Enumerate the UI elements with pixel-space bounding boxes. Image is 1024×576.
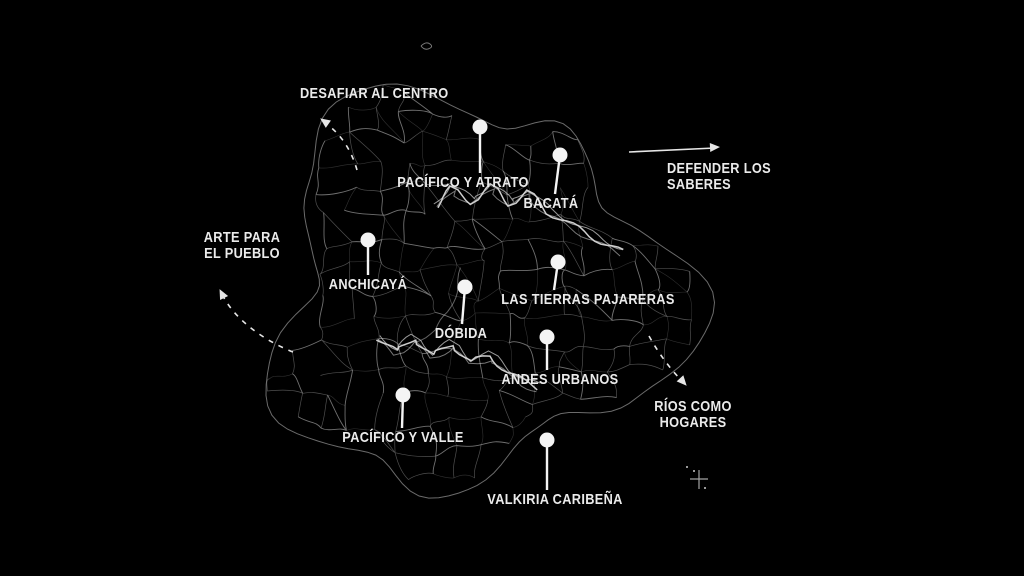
territory-outline (265, 83, 716, 499)
river-strand (436, 188, 621, 257)
defender-los-saberes-arrow (628, 147, 716, 153)
map-dot (686, 466, 688, 468)
map-label-bacata[interactable]: BACATÁ (523, 195, 579, 212)
map-label-andes-urbanos[interactable]: ANDES URBANOS (501, 371, 619, 388)
river-strand (377, 338, 537, 393)
river-strand (414, 267, 461, 344)
map-pin-valkiria-caribena[interactable] (539, 432, 555, 448)
annotation-rios-como-hogares: RÍOS COMO HOGARES (654, 398, 732, 431)
map-label-pacifico-y-atrato[interactable]: PACÍFICO Y ATRATO (397, 174, 529, 191)
arte-para-el-pueblo-arrow (221, 293, 294, 353)
map-label-pacifico-y-valle[interactable]: PACÍFICO Y VALLE (342, 429, 464, 446)
municipal-boundaries (266, 84, 693, 480)
arte-para-el-pueblo-arrowhead (219, 289, 229, 301)
map-label-anchicaya[interactable]: ANCHICAYÁ (328, 276, 408, 293)
map-pin-pacifico-y-atrato[interactable] (472, 119, 488, 135)
annotation-arte-para-el-pueblo: ARTE PARA EL PUEBLO (203, 229, 281, 262)
map-pins (360, 119, 568, 490)
annotation-desafiar-al-centro: DESAFIAR AL CENTRO (300, 85, 449, 102)
map-label-dobida[interactable]: DÓBIDA (434, 325, 488, 342)
map-decorations (420, 42, 708, 489)
map-dot (704, 487, 706, 489)
map-dot (693, 470, 695, 472)
map-pin-las-tierras-pajareras[interactable] (550, 254, 566, 270)
map-pin-pacifico-y-valle[interactable] (395, 387, 411, 403)
map-pin-bacata[interactable] (552, 147, 568, 163)
annotation-defender-los-saberes: DEFENDER LOS SABERES (667, 160, 771, 193)
map-pin-anchicaya[interactable] (360, 232, 376, 248)
outer-border (265, 83, 716, 499)
river-strand (437, 182, 624, 251)
boundary-lines (266, 84, 692, 480)
annotation-arrows (219, 118, 720, 386)
boundary-lines (292, 91, 691, 474)
map-label-las-tierras-pajareras[interactable]: LAS TIERRAS PAJARERAS (501, 291, 675, 308)
map-pin-dobida[interactable] (457, 279, 473, 295)
river-network (376, 182, 624, 393)
defender-los-saberes-arrowhead (709, 142, 720, 152)
desafiar-al-centro-arrowhead (320, 118, 331, 128)
map-label-valkiria-caribena[interactable]: VALKIRIA CARIBEÑA (487, 491, 623, 508)
map-pin-andes-urbanos[interactable] (539, 329, 555, 345)
rios-como-hogares-arrowhead (676, 375, 687, 386)
islet-mark (420, 42, 433, 50)
compass-mark (690, 470, 708, 489)
